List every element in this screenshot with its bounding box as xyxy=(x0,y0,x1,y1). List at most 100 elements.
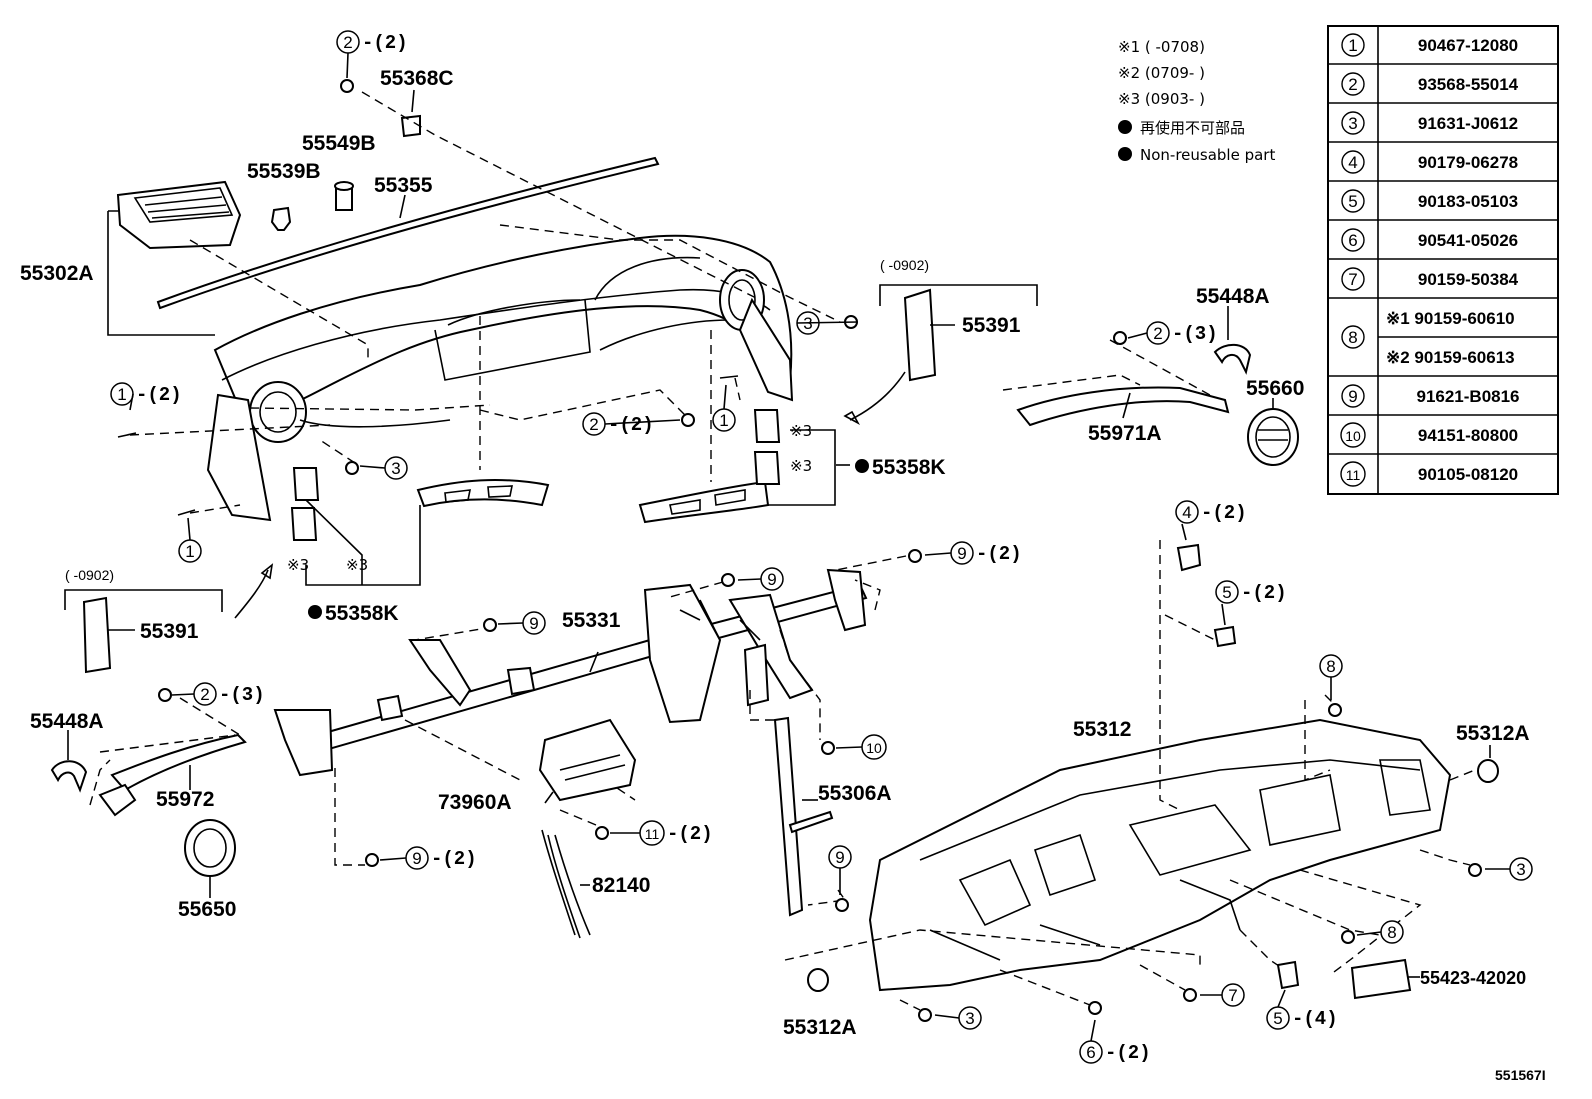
table-part-number: 90179-06278 xyxy=(1418,153,1518,172)
svg-text:9: 9 xyxy=(835,848,844,867)
legend-non-reusable-en: Non-reusable part xyxy=(1140,146,1275,164)
pad-left-upper xyxy=(292,467,320,501)
callout: 8 xyxy=(1319,654,1343,678)
wire-harness-82140 xyxy=(541,829,576,936)
brace-55306A xyxy=(773,716,804,917)
callout: 1 xyxy=(178,539,202,563)
parts-table: 1 90467-12080 2 93568-55014 3 91631-J061… xyxy=(1327,25,1559,495)
table-row: 3 91631-J0612 xyxy=(1341,111,1518,135)
svg-text:8: 8 xyxy=(1387,923,1396,942)
table-row: 11 90105-08120 xyxy=(1340,461,1518,487)
cover-55423-42020 xyxy=(1350,958,1412,1000)
callout: 2-(2) xyxy=(582,412,654,436)
label-55660: 55660 xyxy=(1246,377,1304,400)
table-index: 4 xyxy=(1348,153,1357,172)
svg-text:9: 9 xyxy=(767,570,776,589)
table-row: 6 90541-05026 xyxy=(1341,228,1518,252)
svg-text:2: 2 xyxy=(343,33,352,52)
range-label-left: ( -0902) xyxy=(65,567,114,583)
fastener-glyphs xyxy=(117,79,1482,1022)
table-index: 11 xyxy=(1346,467,1361,483)
callout: 9 xyxy=(522,611,546,635)
non-reusable-dot-icon xyxy=(308,605,322,619)
table-part-number: 90541-05026 xyxy=(1418,231,1518,250)
svg-text:-(2): -(2) xyxy=(608,414,654,436)
non-reusable-dot-icon xyxy=(1118,120,1132,134)
mark-note3: ※3 xyxy=(790,422,812,440)
label-55312A-right: 55312A xyxy=(1456,722,1530,745)
clip-55539B xyxy=(270,206,292,231)
callout: 3 xyxy=(384,456,408,480)
svg-text:-(4): -(4) xyxy=(1292,1008,1338,1030)
callout: 5-(2) xyxy=(1215,580,1287,604)
lower-cover-55358K-left xyxy=(416,479,550,508)
label-55358K-left: 55358K xyxy=(325,602,399,625)
table-part-number: 90183-05103 xyxy=(1418,192,1518,211)
table-index: 2 xyxy=(1348,75,1357,94)
table-index: 9 xyxy=(1348,387,1357,406)
table-part-number: 90159-50384 xyxy=(1418,270,1519,289)
callout: 4 -(2) xyxy=(1175,500,1247,524)
svg-text:3: 3 xyxy=(1516,860,1525,879)
svg-text:-(2): -(2) xyxy=(667,823,713,845)
table-part-number: 90105-08120 xyxy=(1418,465,1518,484)
table-index: 8 xyxy=(1348,328,1357,347)
table-part-number: 90467-12080 xyxy=(1418,36,1518,55)
svg-text:2: 2 xyxy=(1153,324,1162,343)
svg-text:-(2): -(2) xyxy=(362,32,408,54)
svg-text:-(2): -(2) xyxy=(1241,582,1287,604)
label-55549B: 55549B xyxy=(302,132,376,155)
label-55391-left: 55391 xyxy=(140,620,199,643)
svg-text:1: 1 xyxy=(117,385,126,404)
range-label-right: ( -0902) xyxy=(880,257,929,273)
label-55448A-left: 55448A xyxy=(30,710,104,733)
pad-right-upper xyxy=(753,409,781,443)
diagram-id: 551567I xyxy=(1495,1067,1546,1083)
legend-non-reusable-jp: 再使用不可部品 xyxy=(1140,119,1245,137)
svg-text:11: 11 xyxy=(645,826,660,842)
non-reusable-dot-icon xyxy=(855,459,869,473)
table-index: 7 xyxy=(1348,270,1357,289)
lower-cover-55358K-right xyxy=(638,480,770,524)
label-55423-42020: 55423-42020 xyxy=(1420,968,1526,988)
legend-note-2: ※2 (0709- ) xyxy=(1118,64,1205,82)
label-82140: 82140 xyxy=(592,874,650,897)
callout: 1 -(2) xyxy=(110,382,182,406)
svg-text:-(2): -(2) xyxy=(1201,502,1247,524)
pad-left-lower xyxy=(290,507,318,541)
bracket-55972 xyxy=(110,733,247,792)
svg-text:3: 3 xyxy=(965,1009,974,1028)
callout: 2 -(2) xyxy=(336,30,408,54)
table-part-number: 91621-B0816 xyxy=(1416,387,1519,406)
table-row: 10 94151-80800 xyxy=(1340,422,1518,448)
svg-text:-(2): -(2) xyxy=(136,384,182,406)
legend: ※1 ( -0708) ※2 (0709- ) ※3 (0903- ) 再使用不… xyxy=(1118,38,1275,164)
callout: 9 xyxy=(760,567,784,591)
callout: 6-(2) xyxy=(1079,1040,1151,1064)
svg-text:4: 4 xyxy=(1182,503,1191,522)
svg-text:1: 1 xyxy=(719,411,728,430)
reinforcement-55331 xyxy=(273,568,868,777)
label-55391-right: 55391 xyxy=(962,314,1021,337)
callout: 7 xyxy=(1221,983,1245,1007)
callout: 5-(4) xyxy=(1266,1006,1338,1030)
instrument-panel-55302A xyxy=(206,234,794,522)
label-55972: 55972 xyxy=(156,788,214,811)
legend-note-1: ※1 ( -0708) xyxy=(1118,38,1205,56)
svg-text:-(2): -(2) xyxy=(976,543,1022,565)
svg-text:-(2): -(2) xyxy=(1105,1042,1151,1064)
label-55331: 55331 xyxy=(562,609,621,632)
svg-text:9: 9 xyxy=(412,849,421,868)
label-55368C: 55368C xyxy=(380,67,454,90)
cap-55312A-right xyxy=(1477,759,1499,783)
table-row: 7 90159-50384 xyxy=(1341,267,1519,291)
svg-text:1: 1 xyxy=(185,542,194,561)
svg-text:7: 7 xyxy=(1228,986,1237,1005)
table-row: 9 91621-B0816 xyxy=(1341,384,1520,408)
defroster-vent-55302A xyxy=(116,180,242,250)
svg-text:9: 9 xyxy=(957,544,966,563)
table-row: 1 90467-12080 xyxy=(1341,33,1518,57)
label-55539B: 55539B xyxy=(247,160,321,183)
callout: 10 xyxy=(861,734,887,760)
